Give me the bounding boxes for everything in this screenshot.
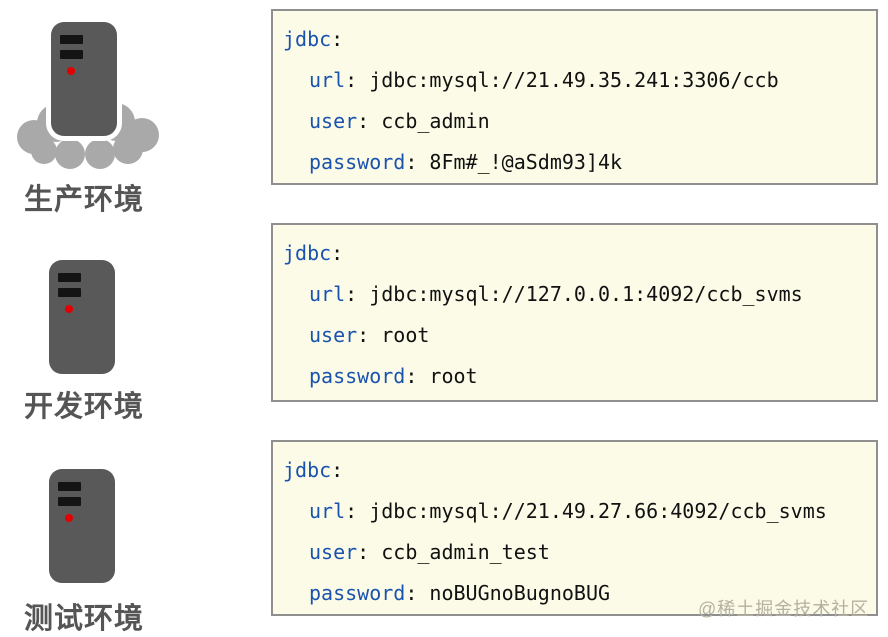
yaml-value: 8Fm#_!@aSdm93]4k (429, 150, 623, 174)
juejin-watermark: @稀土掘金技术社区 (698, 599, 870, 619)
test-server-icon (49, 469, 115, 583)
yaml-colon: : (405, 581, 430, 605)
yaml-key: url (309, 68, 346, 92)
yaml-colon: : (331, 241, 344, 265)
yaml-colon: : (357, 323, 382, 347)
yaml-colon: : (331, 458, 344, 482)
yaml-colon: : (357, 540, 382, 564)
yaml-colon: : (357, 109, 382, 133)
yaml-user-line: user: root (283, 315, 876, 356)
server-drive-bay-icon (58, 482, 81, 491)
yaml-url-line: url: jdbc:mysql://21.49.35.241:3306/ccb (283, 60, 876, 101)
server-led-icon (65, 514, 73, 522)
yaml-root-line: jdbc: (283, 19, 876, 60)
yaml-root-line: jdbc: (283, 450, 876, 491)
yaml-value: root (429, 364, 478, 388)
development-jdbc-config-box: jdbc: url: jdbc:mysql://127.0.0.1:4092/c… (271, 223, 878, 402)
yaml-key: jdbc (283, 458, 332, 482)
yaml-key: jdbc (283, 27, 332, 51)
yaml-colon: : (331, 27, 344, 51)
production-jdbc-config-box: jdbc: url: jdbc:mysql://21.49.35.241:330… (271, 9, 878, 185)
test-env-label: 测试环境 (23, 603, 144, 635)
yaml-key: password (309, 581, 406, 605)
yaml-key: jdbc (283, 241, 332, 265)
yaml-password-line: password: 8Fm#_!@aSdm93]4k (283, 142, 876, 183)
production-server-icon (51, 22, 117, 136)
yaml-password-line: password: noBUGnoBugnoBUG (283, 573, 876, 614)
server-drive-bay-icon (58, 288, 81, 297)
yaml-colon: : (345, 68, 370, 92)
server-drive-bay-icon (60, 35, 83, 44)
yaml-key: url (309, 499, 346, 523)
yaml-user-line: user: ccb_admin_test (283, 532, 876, 573)
yaml-colon: : (405, 150, 430, 174)
server-drive-bay-icon (60, 50, 83, 59)
server-led-icon (65, 305, 73, 313)
yaml-key: url (309, 282, 346, 306)
server-drive-bay-icon (58, 273, 81, 282)
yaml-value: noBUGnoBugnoBUG (429, 581, 611, 605)
yaml-url-line: url: jdbc:mysql://21.49.27.66:4092/ccb_s… (283, 491, 876, 532)
yaml-url-line: url: jdbc:mysql://127.0.0.1:4092/ccb_svm… (283, 274, 876, 315)
yaml-user-line: user: ccb_admin (283, 101, 876, 142)
yaml-key: user (309, 109, 358, 133)
yaml-value: root (381, 323, 430, 347)
yaml-value: jdbc:mysql://21.49.27.66:4092/ccb_svms (369, 499, 827, 523)
test-jdbc-config-box: jdbc: url: jdbc:mysql://21.49.27.66:4092… (271, 440, 878, 616)
development-server-icon (49, 260, 115, 374)
development-env-label: 开发环境 (23, 391, 144, 423)
yaml-root-line: jdbc: (283, 233, 876, 274)
yaml-colon: : (345, 499, 370, 523)
yaml-value: jdbc:mysql://127.0.0.1:4092/ccb_svms (369, 282, 803, 306)
yaml-password-line: password: root (283, 356, 876, 397)
server-led-icon (67, 67, 75, 75)
yaml-key: password (309, 150, 406, 174)
yaml-colon: : (345, 282, 370, 306)
yaml-value: ccb_admin (381, 109, 490, 133)
yaml-value: jdbc:mysql://21.49.35.241:3306/ccb (369, 68, 779, 92)
server-drive-bay-icon (58, 497, 81, 506)
yaml-colon: : (405, 364, 430, 388)
yaml-key: password (309, 364, 406, 388)
production-env-label: 生产环境 (23, 184, 144, 216)
yaml-key: user (309, 323, 358, 347)
yaml-key: user (309, 540, 358, 564)
yaml-value: ccb_admin_test (381, 540, 550, 564)
